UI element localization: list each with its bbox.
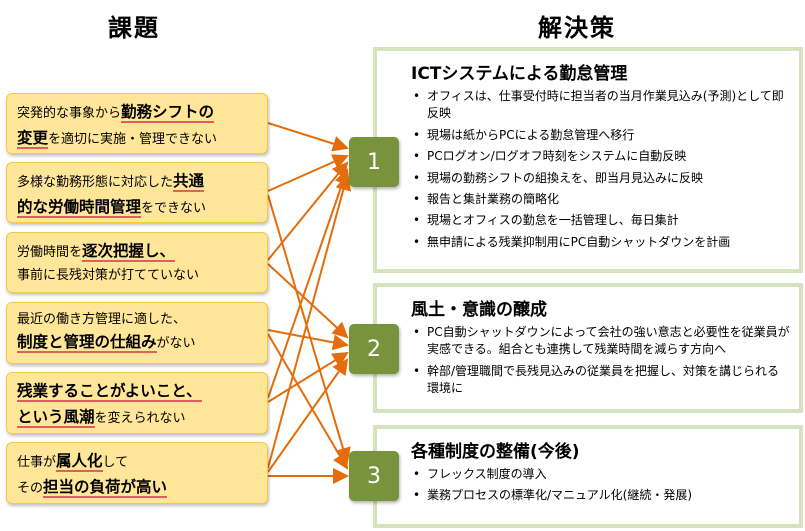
arrow-issue4-to-3: [267, 333, 349, 470]
solution-box-2: 風土・意識の醸成 PC自動シャットダウンによって会社の強い意志と必要性を従業員が…: [373, 283, 803, 413]
arrow-issue2-to-1: [267, 154, 349, 192]
issue-1-text-b: を適切に実施・管理できない: [48, 131, 218, 147]
issue-4-text-b: がない: [156, 336, 196, 352]
arrow-issue5-to-1: [267, 168, 350, 399]
issue-6-text-b: その: [17, 480, 44, 496]
list-item: 現場とオフィスの勤怠を一括管理し、毎日集計: [413, 212, 791, 230]
solution-3-number-badge: 3: [349, 451, 399, 501]
issue-box-3: 労働時間を逐次把握し、 事前に長残対策が打てていない: [6, 232, 268, 293]
issue-box-4: 最近の働き方管理に適した、 制度と管理の仕組みがない: [6, 302, 268, 364]
solution-1-list: オフィスは、仕事受付時に担当者の当月作業見込み(予測)として即反映 現場は紙から…: [377, 88, 799, 252]
issue-2-text-b: をできない: [141, 200, 207, 216]
issue-2-emphasis-a: 共通: [173, 172, 205, 192]
solution-2-list: PC自動シャットダウンによって会社の強い意志と必要性を従業員が実感できる。組合と…: [377, 324, 799, 398]
issue-3-text-a: 労働時間を: [17, 245, 83, 260]
arrow-issue3-to-2: [267, 263, 349, 339]
issues-header: 課題: [108, 14, 160, 42]
solution-2-number-badge: 2: [349, 324, 399, 374]
list-item: 報告と集計業務の簡略化: [413, 191, 791, 209]
arrow-issue2-to-3: [267, 194, 351, 464]
arrow-issue3-to-1: [267, 161, 349, 261]
issue-3-emphasis-a: 逐次把握し、: [82, 242, 176, 262]
list-item: オフィスは、仕事受付時に担当者の当月作業見込み(予測)として即反映: [413, 88, 791, 123]
issue-6-emphasis-b: 担当の負荷が高い: [43, 477, 168, 498]
issue-6-emphasis-a: 属人化: [56, 452, 103, 472]
solution-3-list: フレックス制度の導入 業務プロセスの標準化/マニュアル化(継続・発展): [377, 466, 799, 505]
solution-box-3: 各種制度の整備(今後) フレックス制度の導入 業務プロセスの標準化/マニュアル化…: [373, 425, 803, 528]
list-item: 業務プロセスの標準化/マニュアル化(継続・発展): [413, 487, 791, 505]
list-item: フレックス制度の導入: [413, 466, 791, 484]
arrow-issue6-to-1: [267, 174, 352, 469]
list-item: PC自動シャットダウンによって会社の強い意志と必要性を従業員が実感できる。組合と…: [413, 324, 791, 359]
issue-4-emphasis-a: 制度と管理の仕組み: [17, 333, 157, 354]
issue-1-text-a: 突発的な事象から: [17, 106, 122, 121]
list-item: PCログオン/ログオフ時刻をシステムに自動反映: [413, 148, 791, 166]
issue-6-text-c: して: [102, 455, 129, 470]
list-item: 現場の勤務シフトの組換えを、即当月見込みに反映: [413, 170, 791, 188]
arrow-issue1-to-1: [267, 122, 349, 152]
issue-1-emphasis-b: 変更: [17, 128, 49, 149]
issue-4-text-a: 最近の働き方管理に適した、: [17, 312, 187, 327]
issue-box-2: 多様な勤務形態に対応した共通 的な労働時間管理をできない: [6, 162, 268, 223]
issue-3-text-b: 事前に長残対策が打てていない: [17, 267, 200, 283]
arrow-issue4-to-2: [267, 329, 349, 351]
solution-1-title: ICTシステムによる勤怠管理: [411, 64, 628, 84]
issue-2-emphasis-b: 的な労働時間管理: [17, 197, 142, 218]
issue-box-6: 仕事が属人化して その担当の負荷が高い: [6, 442, 268, 504]
issue-box-1: 突発的な事象から勤務シフトの 変更を適切に実施・管理できない: [6, 93, 268, 154]
solution-3-title: 各種制度の整備(今後): [411, 442, 580, 462]
arrow-issue6-to-2: [267, 358, 349, 473]
issue-5-emphasis-a: 残業することがよいこと、: [17, 382, 202, 402]
solution-box-1: ICTシステムによる勤怠管理 オフィスは、仕事受付時に担当者の当月作業見込み(予…: [373, 47, 803, 273]
issue-5-text-b: を変えられない: [94, 410, 186, 426]
issue-5-emphasis-b: という風潮: [17, 407, 95, 428]
issue-1-emphasis-a: 勤務シフトの: [121, 103, 215, 123]
issue-6-text-a: 仕事が: [17, 455, 57, 470]
solutions-header: 解決策: [538, 14, 616, 42]
solution-2-title: 風土・意識の醸成: [411, 300, 547, 320]
list-item: 現場は紙からPCによる勤怠管理へ移行: [413, 127, 791, 145]
issue-2-text-a: 多様な勤務形態に対応した: [17, 175, 174, 190]
list-item: 幹部/管理職間で長残見込みの従業員を把握し、対策を講じられる環境に: [413, 363, 791, 398]
issue-box-5: 残業することがよいこと、 という風潮を変えられない: [6, 372, 268, 434]
solution-1-number-badge: 1: [349, 137, 399, 187]
list-item: 無申請による残業抑制用にPC自動シャットダウンを計画: [413, 234, 791, 252]
